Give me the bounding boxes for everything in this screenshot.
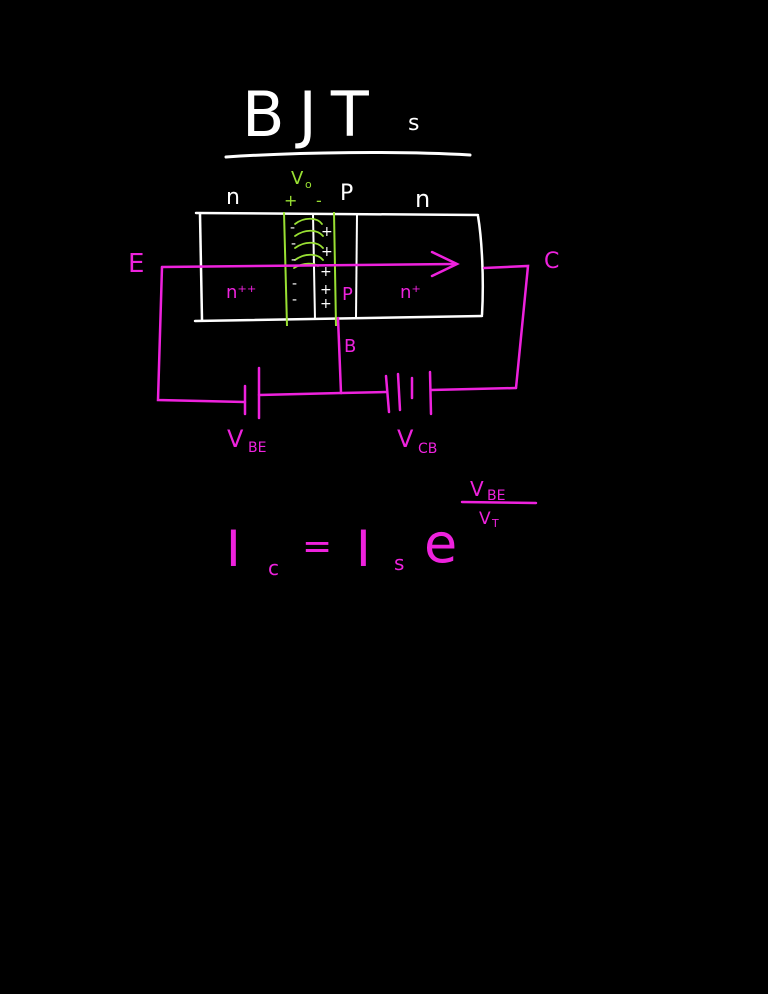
eq-equals: = [302, 526, 332, 567]
eq-fraction-bar [460, 500, 538, 505]
eq-exp-num: V [470, 477, 484, 501]
depletion-white-left [312, 213, 316, 321]
eq-ic: I [226, 520, 241, 578]
eq-e: e [424, 512, 457, 575]
electron-flow-arrow [160, 250, 460, 278]
eq-ic-sub: c [268, 556, 279, 580]
depletion-edge-left [283, 211, 288, 327]
title-underline [224, 151, 472, 159]
svg-text:+: + [321, 244, 333, 260]
eq-exp-num-sub: BE [487, 488, 505, 504]
vcb-label-sub: CB [418, 441, 437, 457]
eq-exp-den: V [479, 509, 491, 529]
region-labels: n P n V o + - [226, 168, 430, 213]
vbe-label: V [227, 425, 244, 453]
svg-text:+: + [320, 264, 332, 280]
base-doping-label: P [342, 284, 353, 305]
eq-is-sub: s [394, 551, 404, 575]
svg-text:-: - [290, 220, 295, 236]
vbe-label-sub: BE [248, 440, 266, 456]
depletion-charges: - - - - - + + + + + [290, 220, 333, 312]
svg-text:+: + [320, 282, 332, 298]
svg-text:-: - [292, 276, 297, 292]
title-text: BJT [242, 78, 383, 151]
collector-current-equation: I c = I s e V BE V T [226, 477, 538, 580]
device-right-edge [476, 215, 485, 316]
depletion-edge-right [333, 211, 337, 327]
svg-text:-: - [291, 252, 296, 268]
title-subscript: s [408, 111, 419, 136]
vcb-label: V [397, 425, 414, 453]
svg-text:-: - [292, 292, 297, 308]
device-top-edge [194, 211, 480, 217]
label-vo-sub: o [305, 178, 312, 191]
svg-text:+: + [321, 224, 333, 240]
eq-is: I [356, 520, 371, 578]
base-terminal-label: B [344, 336, 356, 357]
bjt-device: - - - - - + + + + + n⁺⁺ P n⁺ [193, 211, 485, 327]
collector-terminal-label: C [544, 249, 559, 274]
emitter-doping-label: n⁺⁺ [226, 282, 256, 303]
label-n-left: n [226, 185, 240, 210]
label-plus-top: + [284, 191, 297, 210]
collector-doping-label: n⁺ [400, 282, 421, 303]
label-vo: V [291, 168, 304, 189]
eq-exp-den-sub: T [491, 517, 499, 530]
label-minus-top: - [316, 191, 322, 210]
external-circuit [156, 264, 530, 420]
title: BJT s [224, 78, 472, 159]
label-p-top: P [340, 181, 353, 206]
svg-text:-: - [291, 236, 296, 252]
emitter-terminal-label: E [128, 249, 144, 279]
label-n-right: n [415, 185, 430, 213]
svg-text:+: + [320, 296, 332, 312]
depletion-arrows [293, 217, 324, 269]
